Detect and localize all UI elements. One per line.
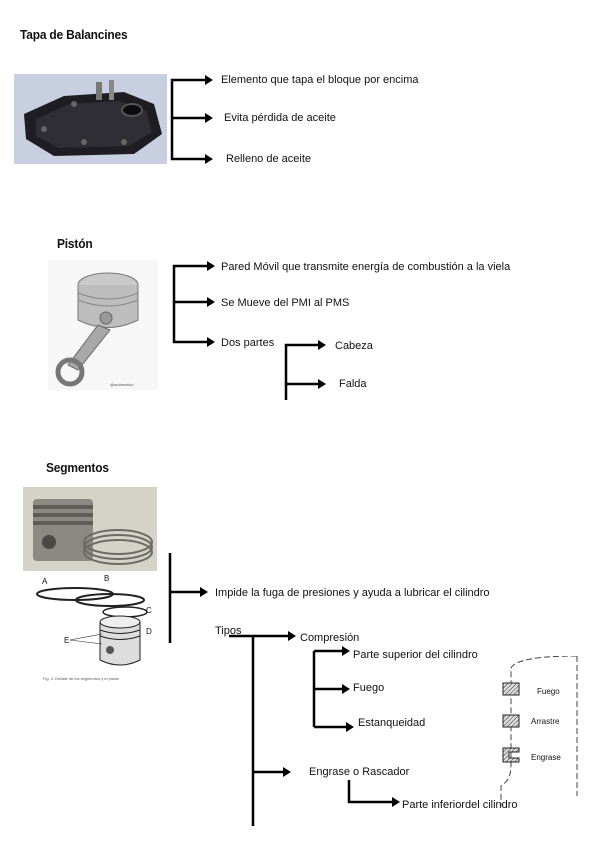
compresion-item-2: Fuego — [353, 682, 385, 694]
ring-section-diagram: Fuego Arrastre Engrase — [497, 656, 581, 806]
valve-cover-image — [14, 74, 167, 164]
segments-diagram: A B C D E Fig. 2. Detalle de los segment… — [30, 574, 160, 684]
ring-label-arrastre: Arrastre — [531, 717, 560, 726]
piston-watermark: @automotivo — [110, 382, 134, 387]
piston-image: @automotivo — [48, 260, 158, 390]
segments-photo — [23, 487, 157, 571]
tapa-item-1: Elemento que tapa el bloque por encima — [221, 74, 419, 86]
engrase-item: Parte inferiordel cilindro — [402, 799, 518, 811]
diagram-label-b: B — [104, 574, 110, 583]
piston-item-2: Se Mueve del PMI al PMS — [221, 297, 350, 309]
tipos-label: Tipos — [215, 625, 242, 637]
diagram-label-e: E — [64, 636, 70, 645]
segmentos-main-item: Impide la fuga de presiones y ayuda a lu… — [215, 587, 490, 599]
engrase-label: Engrase o Rascador — [309, 766, 410, 778]
diagram-caption: Fig. 2. Detalle de los segmentos y el pi… — [43, 676, 120, 681]
piston-item-3: Dos partes — [221, 337, 275, 349]
ring-label-fuego: Fuego — [537, 687, 560, 696]
piston-subitem-falda: Falda — [339, 378, 367, 390]
diagram-label-d: D — [146, 627, 152, 636]
tapa-item-2: Evita pérdida de aceite — [224, 112, 336, 124]
tapa-title: Tapa de Balancines — [20, 27, 128, 42]
compresion-label: Compresión — [300, 632, 360, 644]
piston-subitem-cabeza: Cabeza — [335, 340, 373, 352]
segmentos-title: Segmentos — [46, 460, 109, 475]
ring-label-engrase: Engrase — [531, 753, 561, 762]
compresion-item-1: Parte superior del cilindro — [353, 649, 478, 661]
tapa-item-3: Relleno de aceite — [226, 153, 312, 165]
diagram-label-c: C — [146, 606, 152, 615]
piston-item-1: Pared Móvil que transmite energía de com… — [221, 261, 511, 273]
diagram-label-a: A — [42, 577, 48, 586]
piston-title: Pistón — [57, 236, 93, 251]
compresion-item-3: Estanqueidad — [358, 717, 426, 729]
